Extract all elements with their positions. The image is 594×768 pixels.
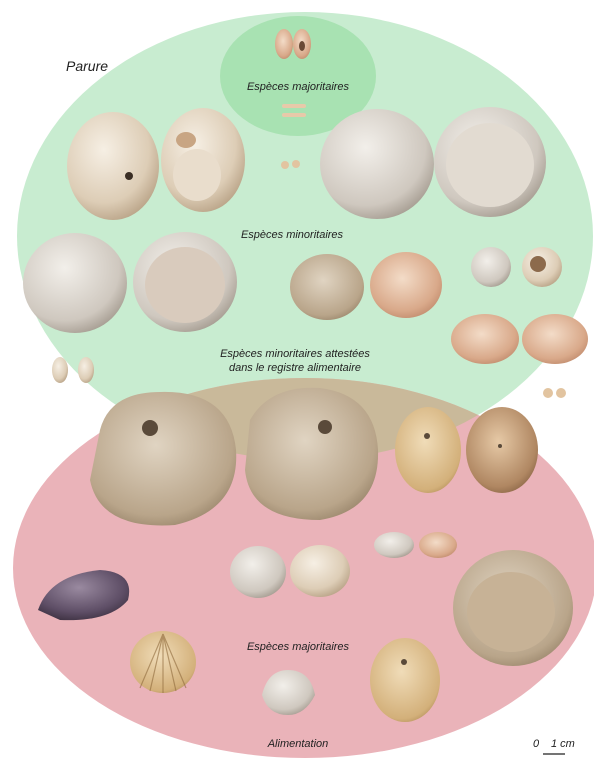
overlap-label-line2: dans le registre alimentaire [185,362,405,374]
alimentation-major-label: Espèces majoritaires [228,641,368,653]
overlap-label-line1: Espèces minoritaires attestées [185,348,405,360]
parure-major-label: Espèces majoritaires [228,81,368,93]
parure-minor-label: Espèces minoritaires [222,229,362,241]
scale-unit: 1 cm [551,738,575,750]
scale-zero: 0 [533,738,539,750]
alimentation-title: Alimentation [228,738,368,750]
parure-title: Parure [66,58,108,74]
